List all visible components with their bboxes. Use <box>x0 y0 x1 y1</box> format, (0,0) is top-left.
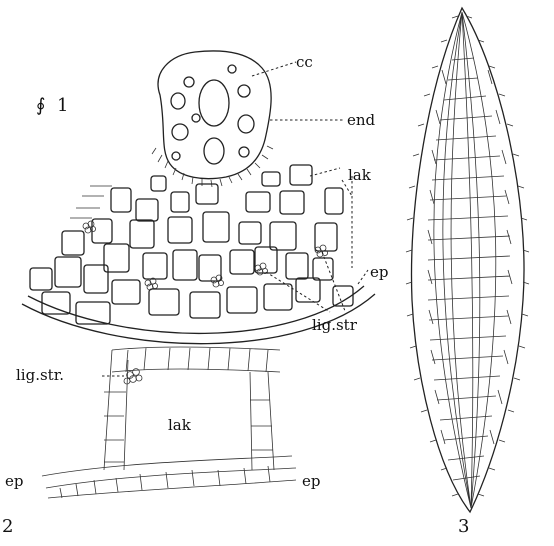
leaf-serration <box>406 16 529 496</box>
endodermis-fringe <box>152 146 273 187</box>
figure-1-scale-mark: ∮ <box>36 95 45 116</box>
stele-vessels <box>171 65 254 164</box>
leader-ep <box>358 270 368 284</box>
fig2-right-wall <box>250 372 274 470</box>
label-end: end <box>347 111 376 129</box>
leader-lak <box>310 168 352 196</box>
lig-strand <box>83 221 96 233</box>
figure-3: 3 <box>406 8 529 537</box>
label-lig-str: lig.str <box>312 316 358 334</box>
figure-1-number: 1 <box>57 95 68 116</box>
fig2-lower-epidermis <box>42 456 296 498</box>
fig2-label-lak: lak <box>168 416 192 434</box>
label-ep: ep <box>370 263 388 281</box>
fig2-left-wall <box>104 350 128 470</box>
fig2-label-lig-str: lig.str. <box>16 366 64 384</box>
figure-1: ∮ 1 <box>22 51 388 344</box>
lacunae <box>30 165 353 324</box>
figure-2-number: 2 <box>2 516 13 537</box>
label-lak: lak <box>348 166 372 184</box>
fig2-label-ep-left: ep <box>5 472 23 490</box>
figure-3-number: 3 <box>458 516 469 537</box>
lig-strand <box>145 278 158 290</box>
leaf-veins-longitudinal <box>434 12 496 508</box>
fig2-label-ep-right: ep <box>302 472 320 490</box>
fig1-left-fringe <box>70 186 112 218</box>
figure-2: 2 lig.str. lak ep ep <box>2 347 320 537</box>
label-cc: cc <box>296 53 313 71</box>
fig2-upper-cell-row <box>112 347 280 372</box>
